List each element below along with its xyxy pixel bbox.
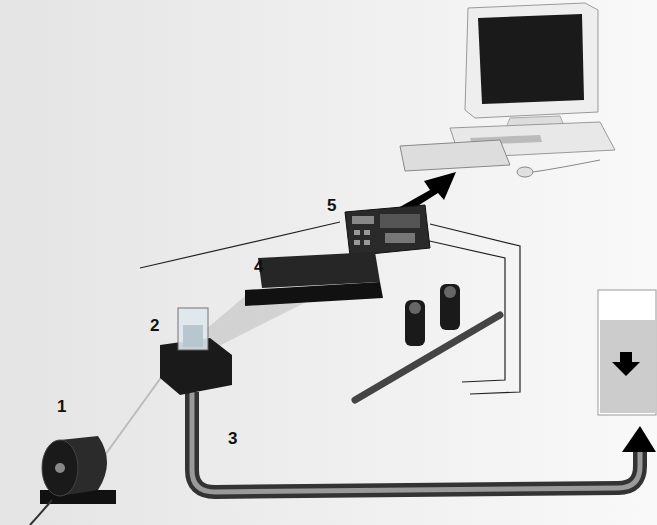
panel-button	[354, 240, 360, 245]
panel-display	[352, 216, 374, 224]
lamp-front	[42, 440, 78, 496]
stand-joint	[444, 286, 456, 298]
monitor-screen	[478, 14, 584, 104]
diode-array	[258, 252, 380, 288]
callout-number: 2	[150, 317, 159, 334]
panel-button	[354, 230, 360, 235]
container-arrow	[612, 352, 640, 376]
callout-number: 4	[254, 258, 263, 275]
wire	[425, 240, 505, 382]
callout-number: 1	[57, 398, 66, 415]
panel-display	[385, 233, 415, 243]
electronics-panel	[345, 205, 430, 256]
lamp-cable	[30, 500, 52, 525]
flow-tube	[192, 392, 640, 492]
mouse	[517, 167, 533, 177]
callout-number: 3	[228, 430, 237, 447]
monitor	[465, 3, 598, 118]
lamp-aperture	[55, 463, 65, 473]
flow-arrow-head	[622, 426, 656, 452]
cuvette	[178, 308, 208, 350]
cuvette-liquid	[183, 325, 203, 347]
diode-array-base	[245, 282, 383, 306]
panel-button	[364, 230, 370, 235]
rod	[355, 315, 500, 400]
container-liquid	[600, 320, 655, 413]
stand	[405, 300, 425, 346]
keyboard	[400, 140, 510, 171]
stand-joint	[409, 302, 421, 314]
wire	[430, 224, 520, 394]
light-beam	[105, 372, 165, 455]
callout-number: 5	[327, 197, 336, 214]
panel-button	[364, 240, 370, 245]
flow-tube-core	[192, 392, 640, 492]
mouse-cable	[533, 160, 600, 172]
panel-display	[380, 214, 420, 228]
sample-container	[598, 290, 656, 415]
stand	[440, 284, 460, 330]
